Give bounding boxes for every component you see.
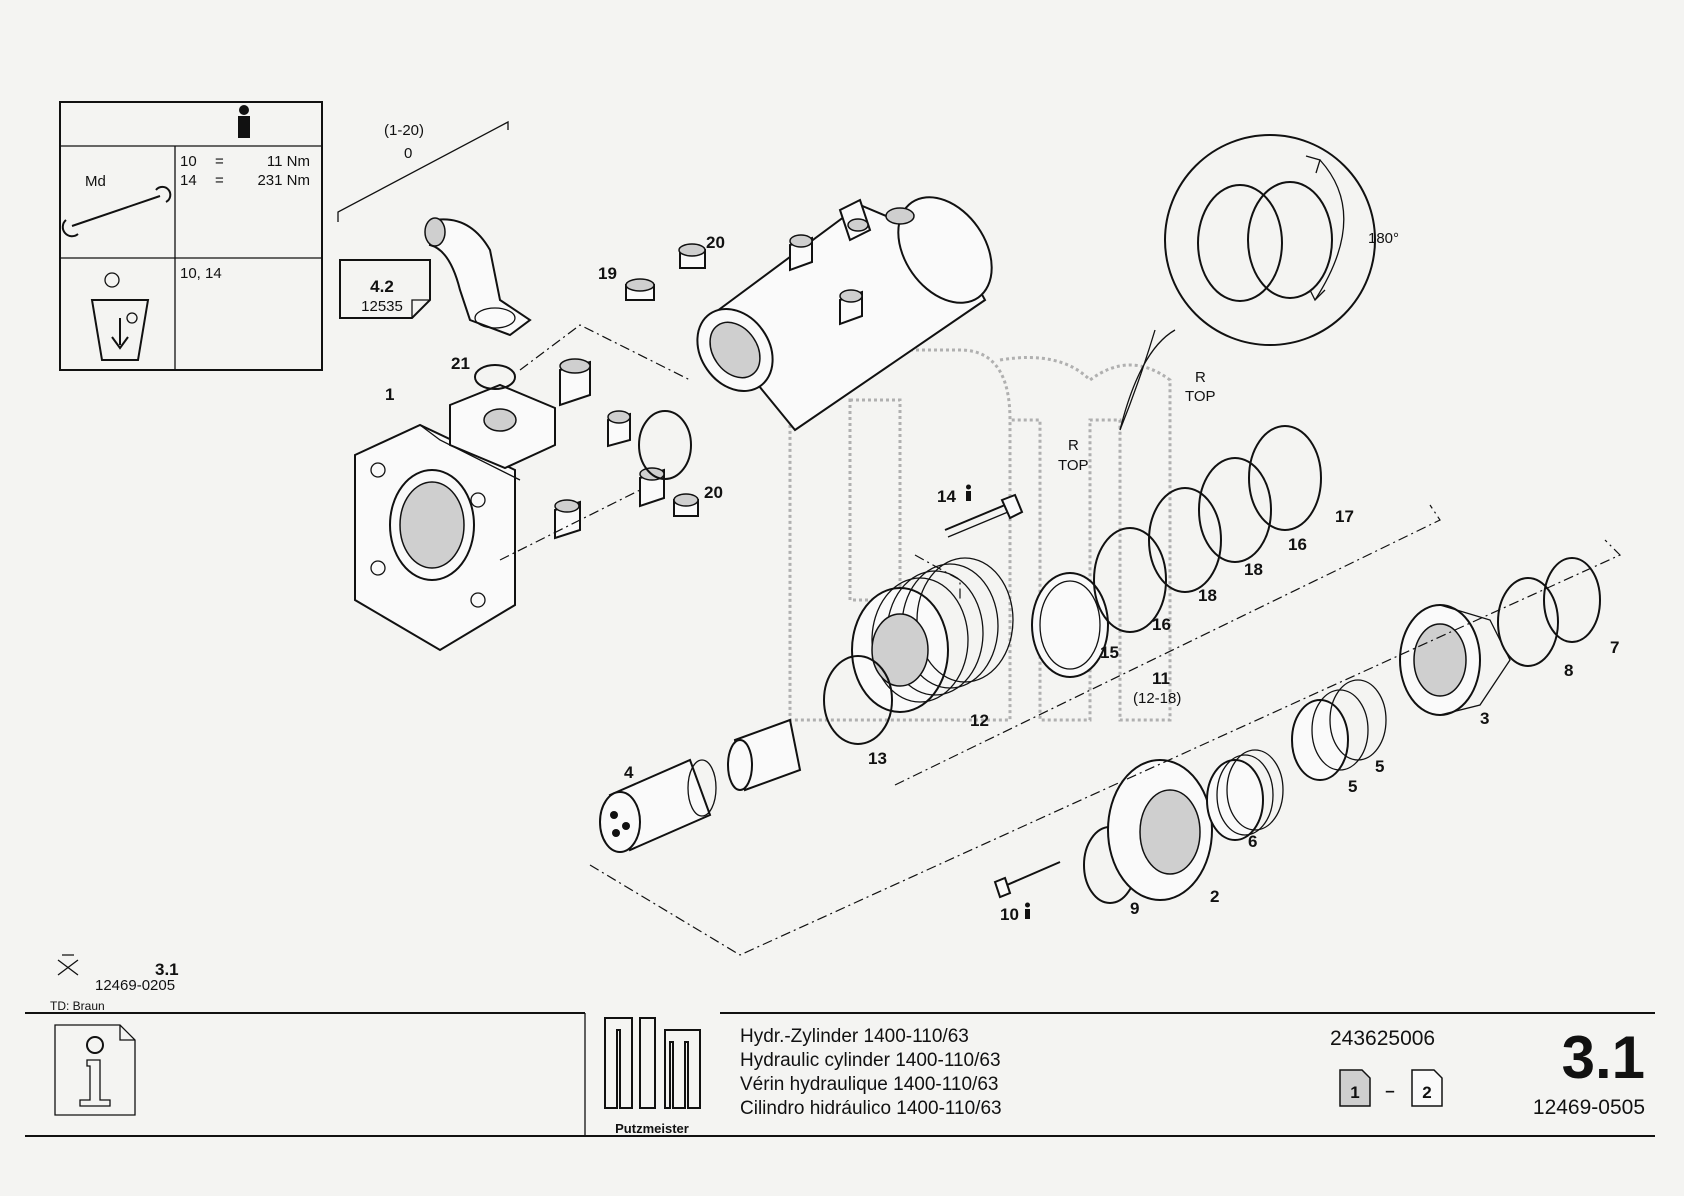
rotation-angle: 180° xyxy=(1368,230,1399,247)
brand-logo: Putzmeister xyxy=(604,1017,701,1136)
title-spanish: Cilindro hidráulico 1400-110/63 xyxy=(740,1098,1002,1119)
section-number: 3.1 xyxy=(1562,1024,1645,1091)
page-current: 1 xyxy=(1350,1083,1359,1102)
part-10-bolt xyxy=(993,861,1061,899)
label-part-5b: 5 xyxy=(1375,757,1384,776)
label-part-3: 3 xyxy=(1480,709,1489,728)
reference-doc: 12535 xyxy=(361,298,403,315)
label-part-21: 21 xyxy=(451,354,470,373)
torque-value-14: 231 Nm xyxy=(257,172,310,189)
label-part-16b: 16 xyxy=(1288,535,1307,554)
part-21-o-ring xyxy=(474,364,516,390)
label-part-13: 13 xyxy=(868,749,887,768)
page-indicator: 1 – 2 xyxy=(1339,1069,1443,1107)
part-1-flange-housing xyxy=(354,383,556,652)
top-marker-r-left: R xyxy=(1068,437,1079,454)
label-part-20b: 20 xyxy=(704,483,723,502)
torque-label: Md xyxy=(85,173,106,190)
label-part-8: 8 xyxy=(1564,661,1573,680)
footer-stamp: 3.1 12469-0205 TD: Braun xyxy=(50,954,179,1013)
top-marker-top-left: TOP xyxy=(1058,457,1089,474)
info-icon-part-10 xyxy=(1025,902,1030,919)
label-part-18a: 18 xyxy=(1198,586,1217,605)
label-part-11: 11 xyxy=(1152,669,1170,688)
reference-page: 4.2 xyxy=(370,277,394,296)
torque-value-10: 11 Nm xyxy=(267,153,310,170)
port-bushings xyxy=(554,358,692,540)
part-13-seal xyxy=(823,655,893,745)
label-part-15: 15 xyxy=(1100,643,1119,662)
top-marker-top-right: TOP xyxy=(1185,388,1216,405)
detail-callout: 180° xyxy=(1119,134,1399,431)
reference-box: 4.2 12535 xyxy=(339,259,431,319)
label-part-16a: 16 xyxy=(1152,615,1171,634)
title-french: Vérin hydraulique 1400-110/63 xyxy=(740,1074,998,1095)
label-part-14: 14 xyxy=(937,487,956,506)
info-icon xyxy=(238,105,250,138)
brand-name: Putzmeister xyxy=(615,1121,689,1136)
part-labels: 1 2 3 4 5 5 6 7 8 9 10 11 (12-18) 12 13 … xyxy=(385,233,1619,924)
label-part-11-range: (12-18) xyxy=(1133,690,1181,707)
assembly-lines xyxy=(589,504,1622,956)
part-3-gland xyxy=(1399,604,1511,716)
title-german: Hydr.-Zylinder 1400-110/63 xyxy=(740,1026,969,1047)
label-part-19: 19 xyxy=(598,264,617,283)
top-marker-r-right: R xyxy=(1195,369,1206,386)
assembly-lines-housing xyxy=(499,324,691,561)
revision-cross-icon xyxy=(57,954,79,976)
info-box: Md 10 = 11 Nm 14 = 231 Nm 10, 14 xyxy=(59,101,323,371)
label-part-9: 9 xyxy=(1130,899,1139,918)
part-4-rod-end xyxy=(599,758,717,853)
cylinder-barrel xyxy=(696,196,993,432)
watermark-logo xyxy=(788,348,1172,722)
part-19-plug xyxy=(625,278,655,301)
doc-number: 12469-0505 xyxy=(1533,1096,1645,1119)
torque-pos-14: 14 xyxy=(180,172,197,189)
piston-rod xyxy=(727,718,802,792)
label-part-20a: 20 xyxy=(706,233,725,252)
label-part-12: 12 xyxy=(970,711,989,730)
td-author: TD: Braun xyxy=(50,999,105,1013)
manual-info-icon xyxy=(54,1024,136,1116)
title-english: Hydraulic cylinder 1400-110/63 xyxy=(740,1050,1001,1071)
part-6-bushing xyxy=(1206,749,1284,841)
part-20-plug-lower xyxy=(673,493,699,517)
adhesive-positions: 10, 14 xyxy=(180,265,222,282)
label-part-18b: 18 xyxy=(1244,560,1263,579)
label-part-7: 7 xyxy=(1610,638,1619,657)
part-8-ring xyxy=(1497,577,1559,667)
part-2-gland-flange xyxy=(1107,759,1213,901)
part-12-piston xyxy=(851,557,1014,713)
label-part-1: 1 xyxy=(385,385,394,404)
part-20-plug-upper xyxy=(678,243,706,269)
title-block: Putzmeister Hydr.-Zylinder 1400-110/63 H… xyxy=(25,1012,1655,1137)
torque-eq-14: = xyxy=(215,172,224,189)
group-range-marker: (1-20) 0 xyxy=(337,120,509,222)
page-total: 2 xyxy=(1422,1083,1431,1102)
stamp-section: 3.1 xyxy=(155,960,179,979)
label-part-10: 10 xyxy=(1000,905,1019,924)
adhesive-bin-icon xyxy=(90,272,150,361)
part-5-seal-pair xyxy=(1291,679,1387,781)
torque-eq-10: = xyxy=(215,153,224,170)
label-part-2: 2 xyxy=(1210,887,1219,906)
wrench-icon xyxy=(61,185,172,238)
stamp-doc: 12469-0205 xyxy=(95,977,175,994)
page-separator: – xyxy=(1385,1081,1394,1100)
group-range: (1-20) xyxy=(384,122,424,139)
seal-stack-11 xyxy=(1031,425,1322,678)
label-part-5a: 5 xyxy=(1348,777,1357,796)
part-number: 243625006 xyxy=(1330,1027,1435,1050)
label-part-6: 6 xyxy=(1248,832,1257,851)
label-part-17: 17 xyxy=(1335,507,1354,526)
group-number: 0 xyxy=(404,145,412,162)
label-part-4: 4 xyxy=(624,763,634,782)
pipe-fitting xyxy=(424,217,532,337)
part-14-bolt xyxy=(944,493,1024,538)
torque-pos-10: 10 xyxy=(180,153,197,170)
info-icon-part-14 xyxy=(966,484,971,501)
part-7-ring xyxy=(1543,557,1601,643)
